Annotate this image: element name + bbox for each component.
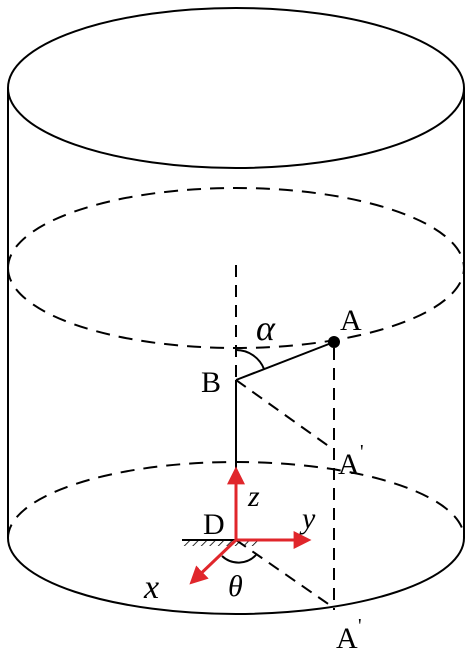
dashed-d-to-a-prime-bottom xyxy=(235,539,335,609)
dashed-b-to-a-prime xyxy=(235,379,335,451)
label-a-prime-mid-mark: ' xyxy=(360,441,364,463)
middle-ellipse-back xyxy=(7,187,465,269)
bottom-ellipse-front xyxy=(7,537,465,615)
label-alpha: α xyxy=(256,308,276,348)
alpha-angle-arc xyxy=(235,348,265,370)
ground-hatch xyxy=(182,540,260,546)
rod-b-to-a xyxy=(235,341,335,381)
label-a-prime-bottom: A xyxy=(336,622,358,655)
point-a xyxy=(328,336,340,348)
label-b: B xyxy=(201,366,221,399)
label-y: y xyxy=(299,502,316,535)
label-a-prime-mid: A xyxy=(338,448,360,481)
label-z: z xyxy=(247,480,260,513)
label-d: D xyxy=(203,508,225,541)
label-a-prime-bottom-mark: ' xyxy=(358,615,362,637)
theta-angle-arc xyxy=(221,554,257,564)
label-theta: θ xyxy=(228,570,243,603)
label-x: x xyxy=(143,569,159,606)
x-axis-arrow xyxy=(189,538,238,585)
cylinder-top-ellipse xyxy=(7,7,465,169)
label-a: A xyxy=(340,304,362,337)
